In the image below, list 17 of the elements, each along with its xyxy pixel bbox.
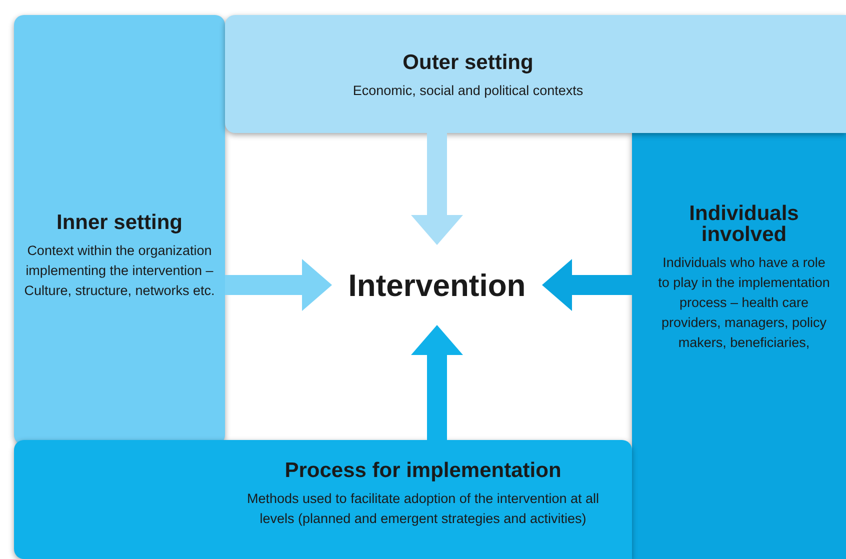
- heading: Inner setting: [55, 212, 184, 233]
- description: Economic, social and political contexts: [352, 82, 584, 100]
- setting-panel: [14, 440, 632, 559]
- block-arrow: [542, 259, 632, 311]
- heading: Outer setting: [402, 52, 534, 73]
- block-arrow: [225, 259, 332, 311]
- heading: Process for implementation: [284, 460, 562, 481]
- description: Individuals who have a role to play in the implementation process – health care providers, managers, policy makers, beneficiaries,: [657, 254, 831, 352]
- block-arrow: [411, 325, 463, 440]
- heading: Intervention: [347, 269, 527, 303]
- setting-panel: [225, 15, 846, 133]
- heading: Individuals involved: [688, 203, 800, 245]
- description: Context within the organization implementing the intervention – Culture, structure, networks etc.: [23, 242, 216, 300]
- description: Methods used to facilitate adoption of the intervention at all levels (planned and emergent strategies and activities): [246, 490, 600, 528]
- setting-panel: [632, 133, 846, 559]
- block-arrow: [411, 133, 463, 245]
- setting-panel: [14, 15, 225, 445]
